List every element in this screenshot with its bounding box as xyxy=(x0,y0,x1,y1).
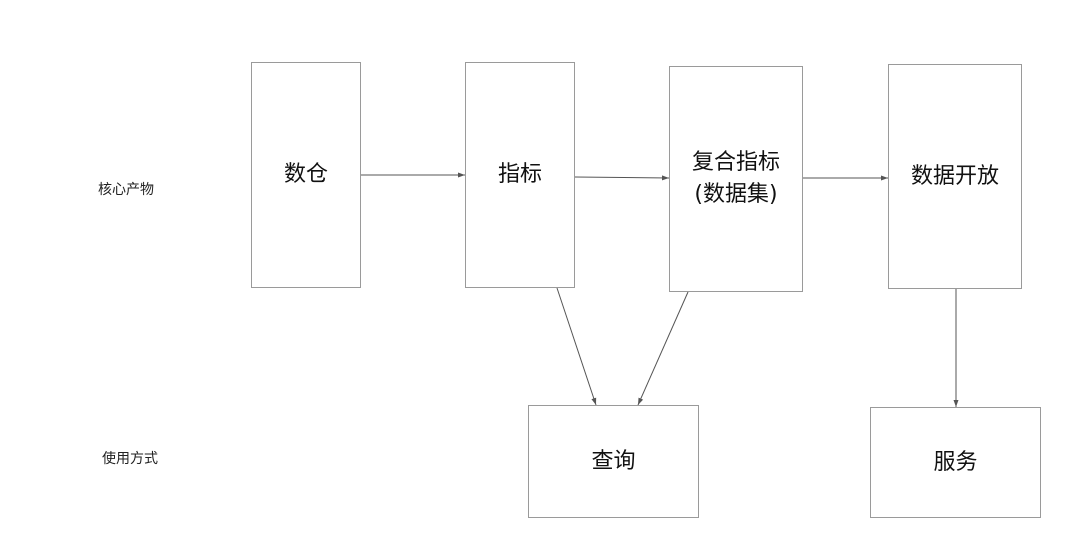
node-composite-metric: 复合指标 (数据集) xyxy=(669,66,803,292)
node-data-open: 数据开放 xyxy=(888,64,1022,289)
arrow-metric-to-query xyxy=(556,287,597,406)
node-data-open-label: 数据开放 xyxy=(910,163,999,189)
node-query-label: 查询 xyxy=(591,448,636,474)
row-label-core-products: 核心产物 xyxy=(98,182,154,198)
node-composite-metric-label-line1: 复合指标 xyxy=(691,150,780,175)
node-warehouse-label: 数仓 xyxy=(283,162,328,187)
node-composite-metric-label-line2: (数据集) xyxy=(694,182,778,207)
arrow-composite-to-query xyxy=(637,291,689,406)
arrow-metric-to-composite xyxy=(574,175,670,181)
node-query: 查询 xyxy=(528,405,699,518)
node-service: 服务 xyxy=(870,407,1041,518)
row-label-usage-methods: 使用方式 xyxy=(102,451,158,467)
node-metric: 指标 xyxy=(465,62,575,288)
node-metric-label: 指标 xyxy=(497,162,542,187)
node-warehouse: 数仓 xyxy=(251,62,361,288)
node-service-label: 服务 xyxy=(933,449,978,475)
